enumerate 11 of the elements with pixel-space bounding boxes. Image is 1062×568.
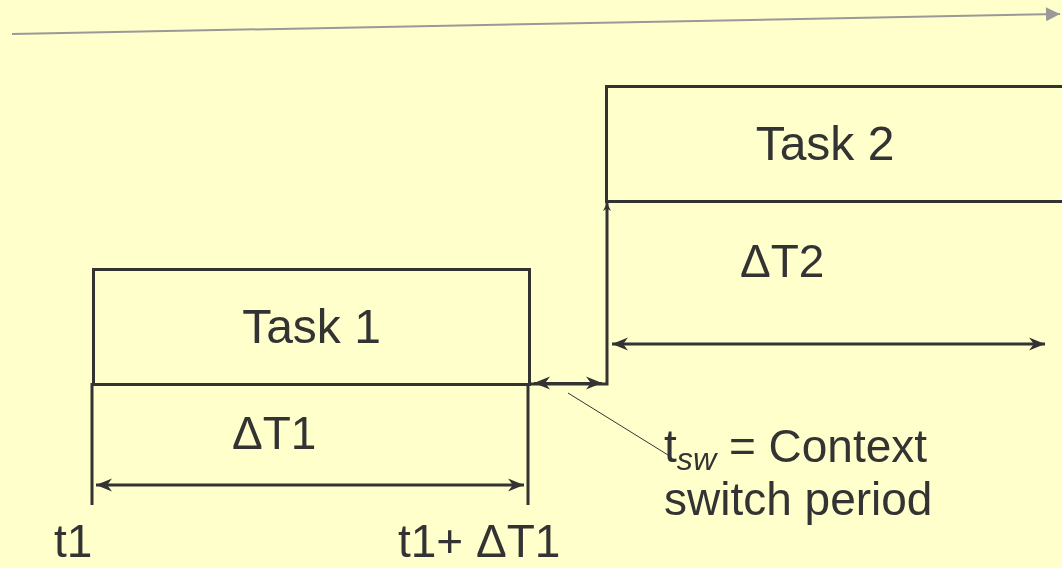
dimension-label: t1	[54, 518, 93, 564]
dimension-label: t1+ ΔT1	[398, 518, 561, 564]
dimension-label: ΔT1	[232, 410, 317, 456]
task-box	[92, 268, 531, 386]
node-label: Task 2	[755, 116, 896, 172]
arrow	[529, 203, 611, 386]
leader-line	[567, 392, 669, 456]
task-box	[605, 85, 1062, 203]
dimension-label: ΔT2	[740, 238, 825, 284]
node-label: Task 1	[242, 299, 381, 355]
node-label: t$_{sw}$ = Context switch period	[664, 420, 934, 526]
